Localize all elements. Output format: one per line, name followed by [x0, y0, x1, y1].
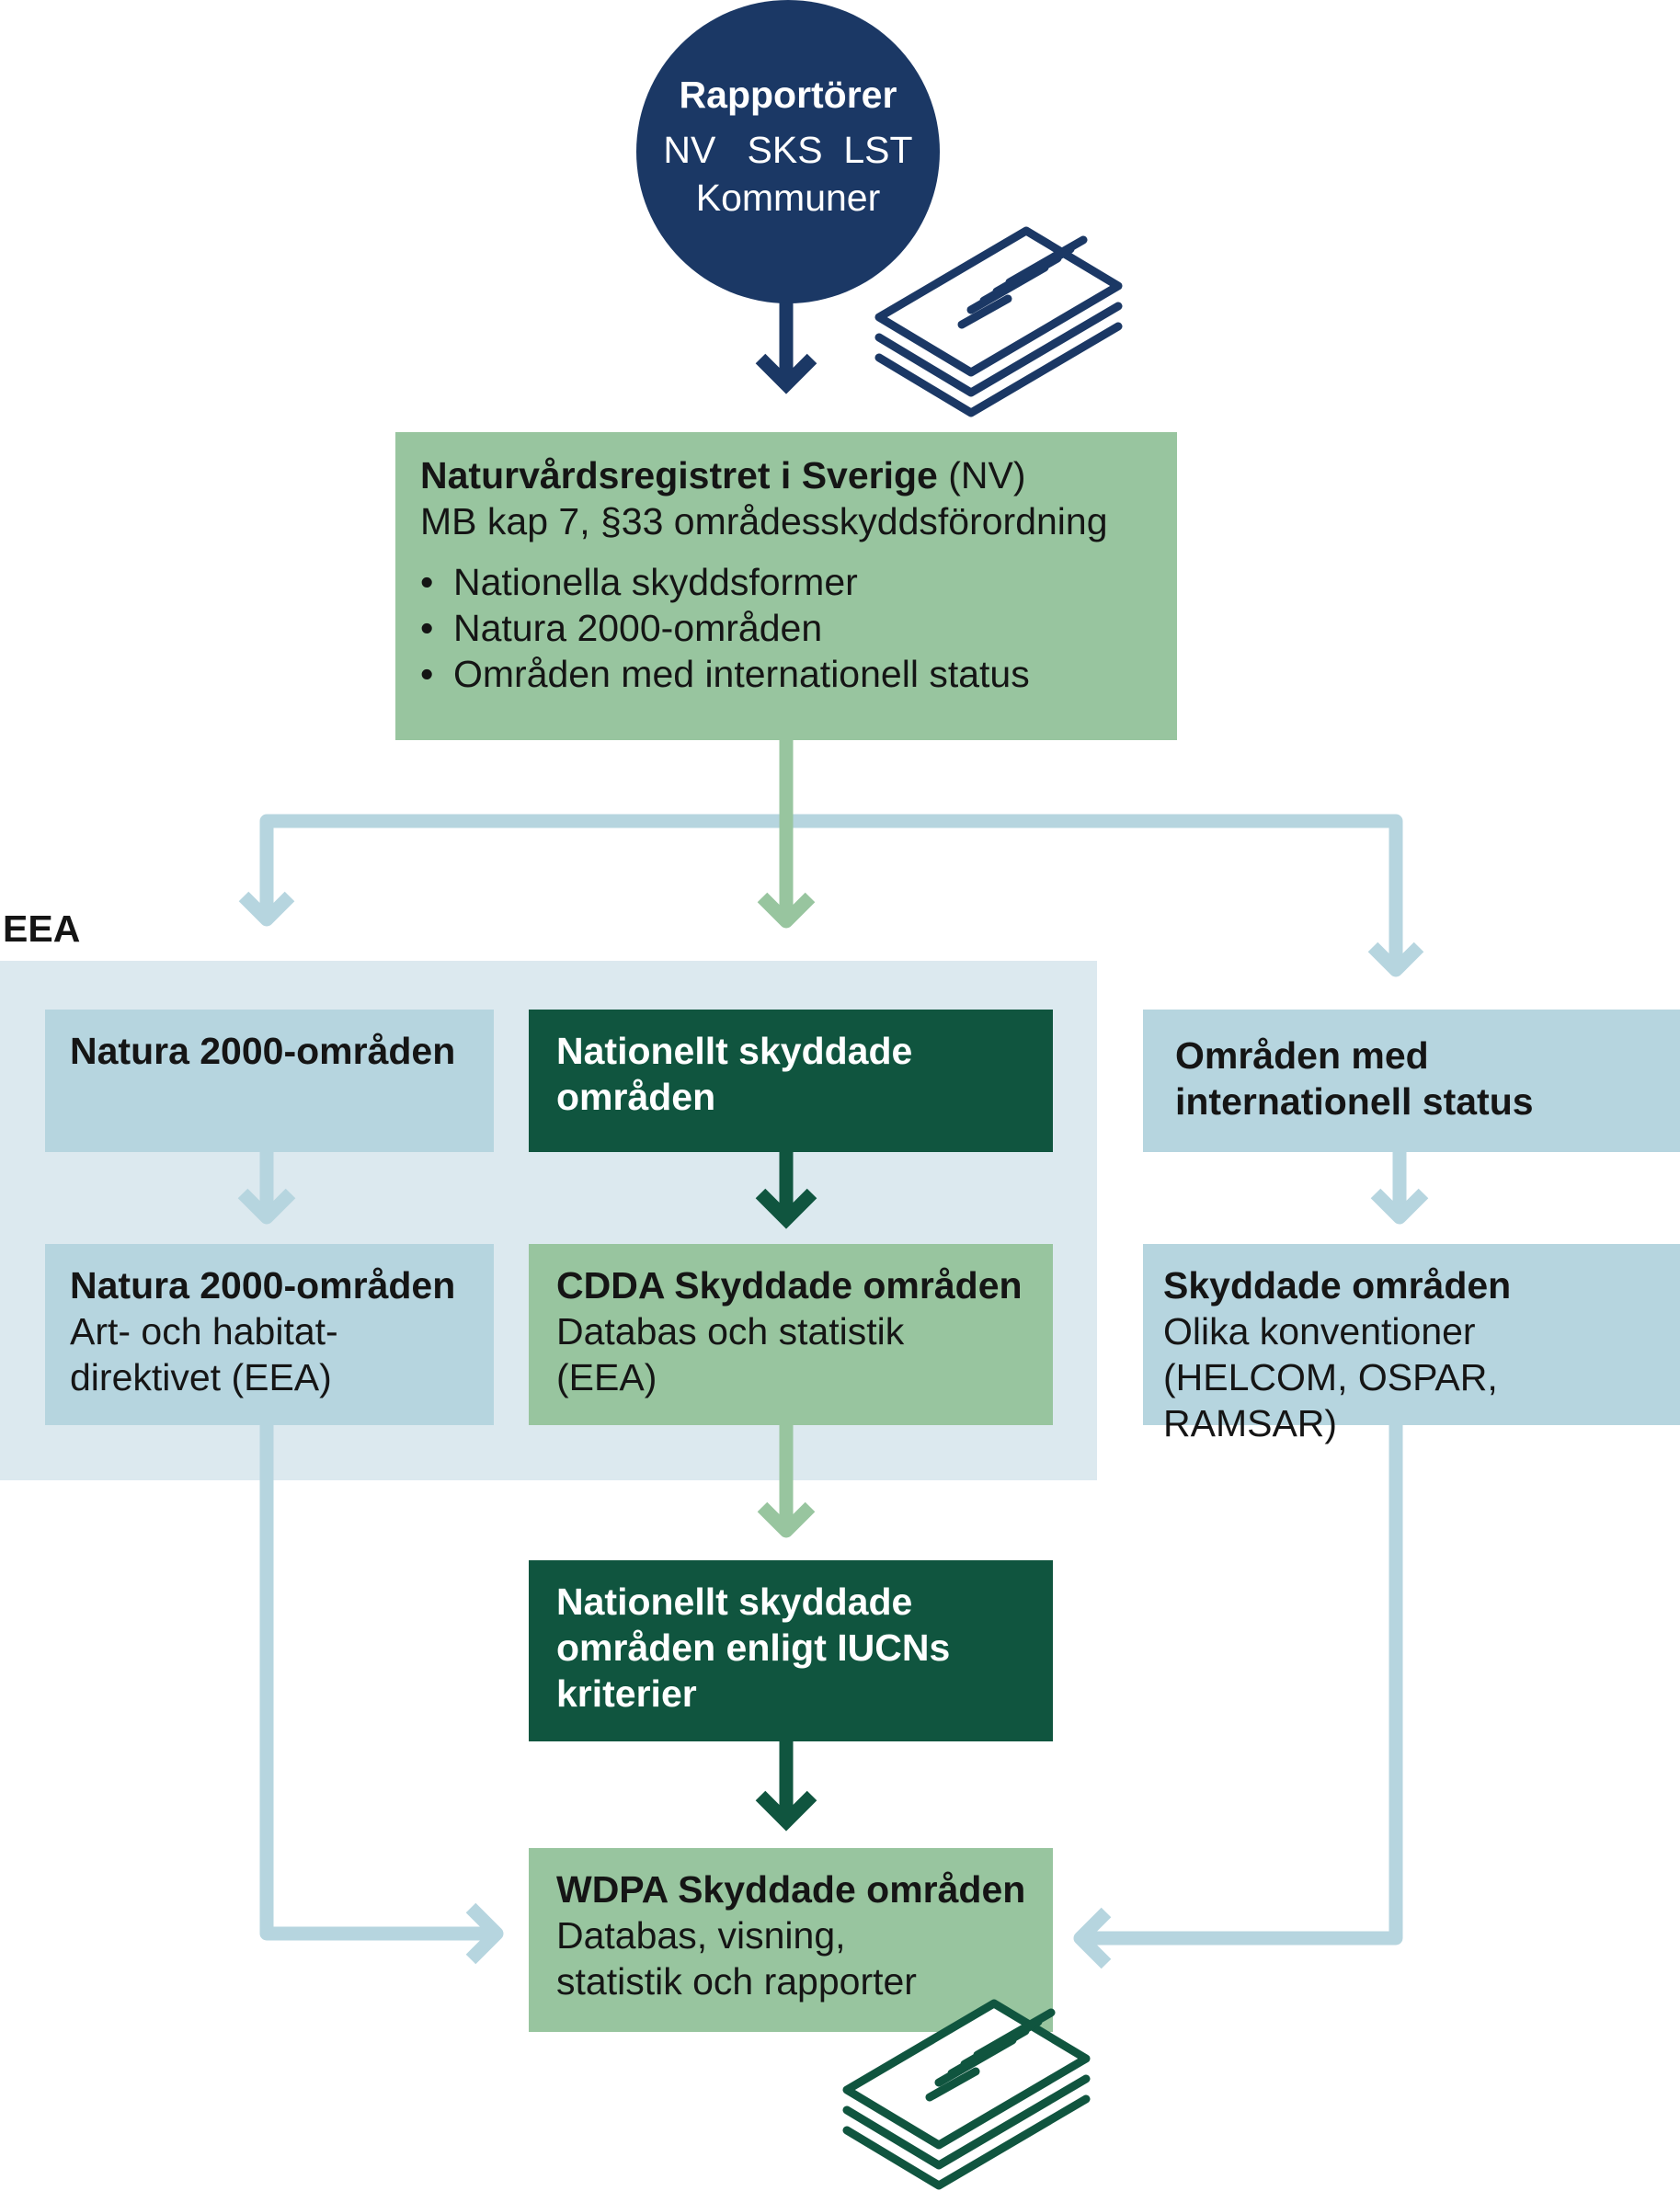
arrow-registry-to-side-branches — [238, 814, 1424, 977]
conventions-body: Olika konventioner (HELCOM, OSPAR, RAMSA… — [1163, 1310, 1498, 1444]
natura-2000-title: Natura 2000-områden — [70, 1030, 456, 1072]
document-stack-icon — [874, 226, 1123, 417]
international-status-title: Områden med internationell status — [1175, 1034, 1534, 1123]
document-stack-icon — [842, 1999, 1091, 2190]
registry-bullet-national: Nationella skyddsformer — [453, 561, 858, 603]
wdpa-body: Databas, visning, statistik och rapporte… — [556, 1914, 917, 2003]
wdpa-title: WDPA Skyddade områden — [556, 1868, 1026, 1911]
reporters-municipalities: Kommuner — [695, 177, 881, 219]
registry-bullet-international: Områden med internationell status — [453, 653, 1030, 695]
natura-directive-title: Natura 2000-områden — [70, 1264, 456, 1307]
arrow-iucn-to-wdpa — [755, 1738, 817, 1832]
arrow-cdda-to-iucn — [757, 1421, 816, 1538]
wdpa-box: WDPA Skyddade områden Databas, visning, … — [529, 1848, 1053, 2032]
cdda-body: Databas och statistik (EEA) — [556, 1310, 905, 1398]
conventions-title: Skyddade områden — [1163, 1264, 1512, 1307]
registry-bullet: • — [420, 561, 434, 603]
conventions-box: Skyddade områden Olika konventioner (HEL… — [1143, 1244, 1680, 1444]
arrow-national-to-cdda — [755, 1152, 817, 1229]
reporters-agencies: NV SKS LST — [663, 129, 913, 171]
arrow-registry-to-national — [757, 740, 816, 929]
natura-directive-body: Art- och habitat- direktivet (EEA) — [70, 1310, 338, 1398]
registry-bullet-natura: Natura 2000-områden — [453, 607, 823, 649]
registry-bullet: • — [420, 653, 434, 695]
arrow-natura-to-natura-directive — [237, 1152, 296, 1225]
arrow-intl-to-protected — [1370, 1152, 1429, 1225]
eea-label: EEA — [3, 907, 81, 950]
international-status-box: Områden med internationell status — [1143, 1010, 1680, 1152]
national-protected-box: Nationellt skyddade områden — [529, 1010, 1053, 1152]
iucn-box: Nationellt skyddade områden enligt IUCNs… — [529, 1560, 1053, 1741]
registry-box: Naturvårdsregistret i Sverige (NV) MB ka… — [395, 432, 1177, 740]
cdda-box: CDDA Skyddade områden Databas och statis… — [529, 1244, 1053, 1425]
national-protected-title: Nationellt skyddade områden — [556, 1030, 913, 1118]
registry-subtitle: MB kap 7, §33 områdesskyddsförordning — [420, 500, 1108, 542]
natura-2000-box: Natura 2000-områden — [45, 1010, 494, 1152]
arrow-natura-to-wdpa — [259, 1421, 504, 1965]
registry-title: Naturvårdsregistret i Sverige — [420, 454, 938, 496]
registry-bullet: • — [420, 607, 434, 649]
arrow-protected-to-wdpa — [1073, 1421, 1403, 1969]
natura-directive-box: Natura 2000-områden Art- och habitat- di… — [45, 1244, 494, 1425]
cdda-title: CDDA Skyddade områden — [556, 1264, 1023, 1307]
reporters-node: Rapportörer NV SKS LST Kommuner — [636, 0, 940, 303]
registry-title-suffix: (NV) — [937, 454, 1026, 496]
iucn-title: Nationellt skyddade områden enligt IUCNs… — [556, 1580, 951, 1715]
arrow-reporters-to-registry — [755, 299, 817, 394]
reporters-title: Rapportörer — [679, 74, 897, 116]
registry-title-line: Naturvårdsregistret i Sverige (NV) — [420, 452, 1026, 498]
